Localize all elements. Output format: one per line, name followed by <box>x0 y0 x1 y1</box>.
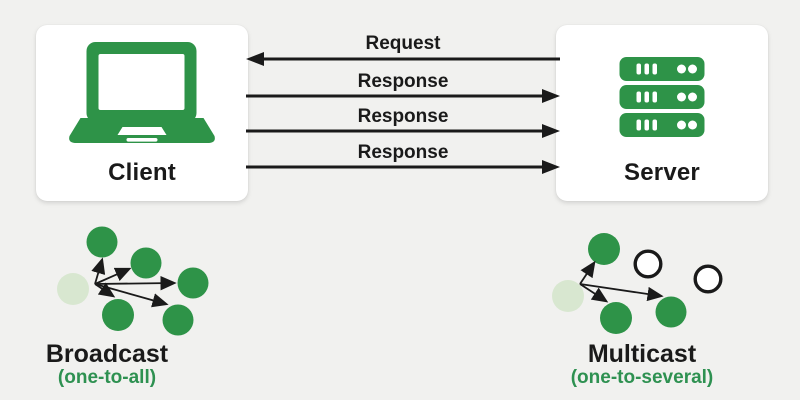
multicast-source-node <box>552 280 584 312</box>
broadcast-receiver-node <box>86 226 118 258</box>
server-icon <box>619 57 705 137</box>
response-arrow-1 <box>246 89 560 103</box>
request-arrow <box>246 52 560 66</box>
server-label: Server <box>624 159 700 186</box>
broadcast-receiver-node <box>177 267 209 299</box>
multicast-member-node <box>600 302 632 334</box>
response-arrow-3 <box>246 160 560 174</box>
request-label: Request <box>365 33 441 54</box>
response-label-3: Response <box>357 142 449 163</box>
broadcast-subtitle: (one-to-all) <box>57 367 157 388</box>
client-card: Client <box>36 25 248 201</box>
broadcast-graph <box>57 226 209 336</box>
multicast-subtitle: (one-to-several) <box>570 367 714 388</box>
broadcast-title: Broadcast <box>45 340 169 368</box>
broadcast-receiver-node <box>102 299 134 331</box>
laptop-icon <box>69 42 215 143</box>
multicast-graph <box>552 233 723 334</box>
response-label-1: Response <box>357 71 449 92</box>
multicast-member-node <box>588 233 620 265</box>
client-label: Client <box>108 159 176 186</box>
broadcast-receiver-node <box>162 304 194 336</box>
exchange-arrows <box>246 52 560 174</box>
multicast-title: Multicast <box>587 340 697 368</box>
server-card: Server <box>556 25 768 201</box>
multicast-diagram: Multicast (one-to-several) <box>545 230 735 388</box>
broadcast-source-node <box>57 273 89 305</box>
response-arrow-2 <box>246 124 560 138</box>
multicast-member-node <box>655 296 687 328</box>
multicast-nonmember-node <box>693 264 723 294</box>
broadcast-receiver-node <box>130 247 162 279</box>
response-label-2: Response <box>357 106 449 127</box>
multicast-nonmember-node <box>633 249 663 279</box>
broadcast-diagram: Broadcast (one-to-all) <box>40 225 220 388</box>
